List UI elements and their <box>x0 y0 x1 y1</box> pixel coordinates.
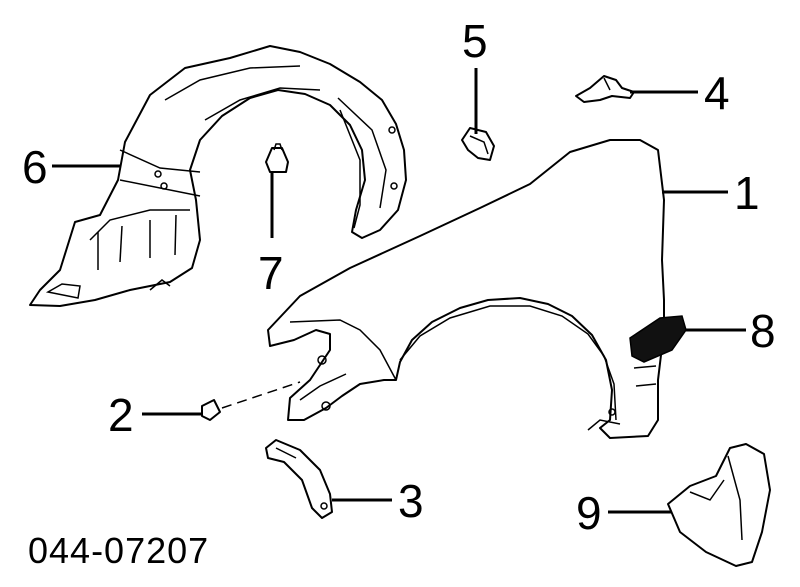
mud-flap-part <box>667 443 771 567</box>
callout-6: 6 <box>22 141 48 193</box>
bracket-part-5 <box>461 127 495 161</box>
nut-part <box>201 381 301 421</box>
bracket-part-4 <box>575 75 635 103</box>
side-garnish-part <box>629 315 687 363</box>
callout-3: 3 <box>398 475 424 527</box>
clip-part <box>265 143 289 173</box>
callout-2: 2 <box>108 389 134 441</box>
fender-liner-part <box>29 45 407 307</box>
callout-1: 1 <box>734 167 760 219</box>
callout-9: 9 <box>576 487 602 539</box>
callout-4: 4 <box>704 67 730 119</box>
callout-5: 5 <box>462 15 488 67</box>
callout-8: 8 <box>750 305 776 357</box>
front-fender-part <box>267 139 665 439</box>
diagram-id-label: 044-07207 <box>28 530 210 571</box>
callout-7: 7 <box>258 247 284 299</box>
bracket-part-3 <box>265 439 333 519</box>
leader-lines <box>52 68 746 514</box>
